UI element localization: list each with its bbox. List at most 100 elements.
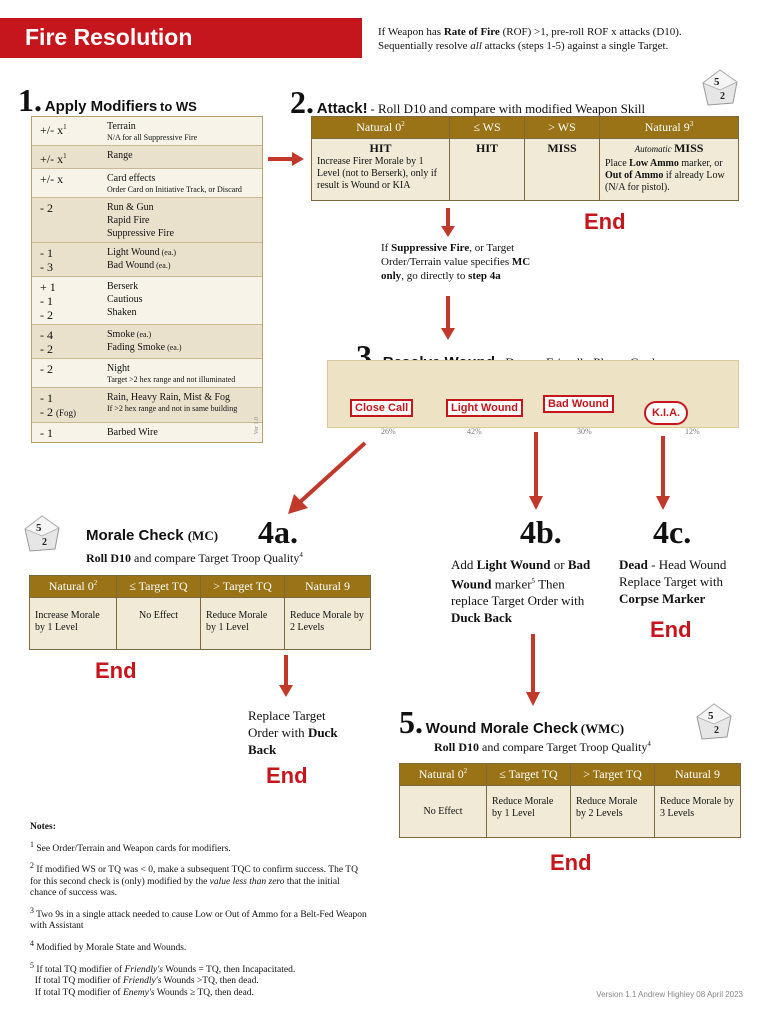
attack-header-le-ws: ≤ WS [449, 116, 525, 139]
suppressive-fire-note: If Suppressive Fire, or Target Order/Ter… [381, 242, 531, 282]
wmc-cell-2: Reduce Morale by 2 Levels [570, 785, 655, 838]
modifier-value: +/- x1 [40, 152, 67, 166]
arrow-4a-down [284, 655, 288, 687]
mc-cell-1: No Effect [116, 597, 201, 650]
modifier-value: - 2 [40, 201, 53, 215]
notes-title: Notes: [30, 822, 56, 832]
attack-cell-miss: MISS [524, 138, 600, 201]
modifier-value: - 1- 2 (Fog) [40, 391, 76, 419]
attack-cell-hit: HIT [449, 138, 525, 201]
mc-header-natural0: Natural 02 [29, 575, 117, 598]
arrow-step1-to-step2 [268, 157, 294, 161]
d10-die-icon-5: 52 [696, 703, 732, 740]
arrowhead-step4b [529, 496, 543, 510]
wmc-header-gt-tq: > Target TQ [570, 763, 655, 786]
card-kia: K.I.A. [644, 401, 689, 425]
step4a-replace-text: Replace Target Order with Duck Back [248, 708, 338, 757]
arrowhead-step1 [292, 152, 304, 166]
version-side-label: Ver 1.0 [254, 416, 260, 434]
step4a-end-label-2: End [266, 763, 308, 788]
step4b-text: Add Light Wound or Bad Wound marker5 The… [451, 557, 591, 626]
step1-number: 1. [18, 82, 42, 118]
svg-text:2: 2 [42, 537, 47, 548]
step1-title: Apply Modifiers [44, 98, 158, 115]
arrow-to-step3 [446, 296, 450, 330]
wmc-cell-3: Reduce Morale by 3 Levels [654, 785, 741, 838]
arrowhead-step4c [656, 496, 670, 510]
d10-die-icon: 52 [702, 69, 738, 106]
wmc-header-le-tq: ≤ Target TQ [486, 763, 571, 786]
modifier-value: +/- x1 [40, 123, 67, 137]
card-bad-wound: Bad Wound [543, 395, 614, 413]
player-card-strip: Close Call Light Wound Bad Wound K.I.A. [327, 360, 739, 428]
note-1: 1 See Order/Terrain and Weapon cards for… [30, 839, 231, 854]
note-5: 5 If total TQ modifier of Friendly's Wou… [30, 960, 296, 998]
step2-sub2: and compare with modified Weapon Skill [428, 101, 646, 116]
wound-morale-check-table: Natural 02 ≤ Target TQ > Target TQ Natur… [399, 763, 741, 838]
step1-sub: to WS [160, 99, 197, 114]
attack-header-natural9: Natural 93 [599, 116, 739, 139]
svg-text:2: 2 [714, 725, 719, 736]
step2-title: Attack! [316, 100, 368, 117]
svg-text:2: 2 [720, 91, 725, 102]
step4a-roll-text: Roll D10 and compare Target Troop Qualit… [86, 551, 303, 565]
step4c-number: 4c. [653, 514, 692, 550]
arrow-to-step4c [661, 436, 665, 498]
notes-section: Notes: 1 See Order/Terrain and Weapon ca… [30, 822, 368, 999]
arrowhead-to-step5 [526, 692, 540, 706]
intro-all: all [470, 40, 482, 52]
modifier-value: + 1- 1- 2 [40, 280, 56, 322]
wmc-header-natural9: Natural 9 [654, 763, 741, 786]
attack-header-gt-ws: > WS [524, 116, 600, 139]
step4a-title: Morale Check (MC) [86, 527, 219, 544]
step2-sub: - Roll D10 [370, 101, 426, 116]
step5-end-label: End [550, 850, 592, 875]
morale-check-table: Natural 02 ≤ Target TQ > Target TQ Natur… [29, 575, 371, 650]
note-4: 4 Modified by Morale State and Wounds. [30, 938, 187, 954]
intro-p3: Sequentially resolve [378, 40, 468, 52]
svg-text:5: 5 [708, 710, 714, 722]
page-title: Fire Resolution [25, 24, 193, 50]
wmc-cell-1: Reduce Morale by 1 Level [486, 785, 571, 838]
page-title-banner: Fire Resolution [0, 18, 362, 58]
arrowhead-4a [279, 685, 293, 697]
modifier-description: Barbed Wire [107, 427, 158, 438]
step4c-end-label: End [650, 617, 692, 642]
step4c-text: Dead - Head Wound Replace Target with Co… [619, 557, 727, 606]
attack-header-natural0: Natural 02 [311, 116, 450, 139]
modifier-row: - 1- 2 (Fog) Rain, Heavy Rain, Mist & Fog… [32, 387, 262, 422]
step2-number: 2. [290, 84, 314, 120]
modifier-value: - 1 [40, 426, 53, 440]
step5-title: Wound Morale Check [425, 720, 578, 737]
step4a-end-label: End [95, 658, 137, 683]
step5-roll-text: Roll D10 and compare Target Troop Qualit… [434, 740, 651, 754]
pct-close-call: 26% [381, 427, 396, 436]
wmc-cell-0: No Effect [399, 785, 487, 838]
arrowhead-step2 [441, 226, 455, 237]
arrow-to-step4a [288, 441, 367, 514]
mc-cell-2: Reduce Morale by 1 Level [200, 597, 285, 650]
step2-end-label: End [584, 209, 626, 234]
pct-bad-wound: 30% [577, 427, 592, 436]
modifier-value: - 4- 2 [40, 328, 53, 356]
arrow-to-step5 [531, 634, 535, 694]
intro-p2: (ROF) >1, pre-roll ROF x attacks (D10). [502, 26, 682, 38]
modifier-row: +/- x1 Range [32, 145, 262, 168]
modifier-description: Range [107, 150, 133, 161]
note-2: 2 If modified WS or TQ was < 0, make a s… [30, 861, 358, 899]
version-footer: Version 1.1 Andrew Highley 08 April 2023 [596, 990, 743, 999]
modifier-description: Smoke (ea.)Fading Smoke (ea.) [107, 329, 182, 353]
modifier-description: Light Wound (ea.)Bad Wound (ea.) [107, 247, 177, 271]
